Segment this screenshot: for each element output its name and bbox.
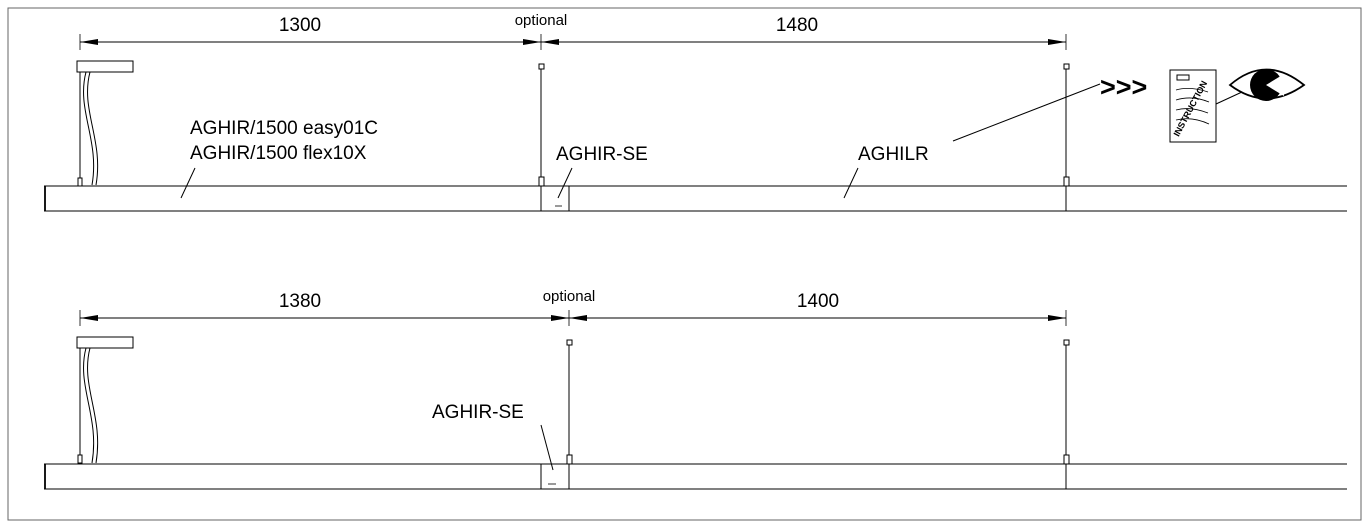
top-dim-1300: 1300 [279, 15, 321, 36]
top-dim-1480: 1480 [776, 15, 818, 36]
instruction-arrows: >>> [1100, 72, 1147, 102]
top-dimension-right: 1480 [541, 15, 1067, 50]
top-optional-label: optional [515, 12, 568, 29]
drawing-frame [7, 7, 1362, 521]
bottom-row: 1380 optional 1400 [44, 288, 1347, 490]
top-label-easy01c: AGHIR/1500 easy01C [190, 118, 378, 139]
instruction-booklet-icon: INSTRUCTION [1169, 69, 1217, 143]
top-leader-model [180, 167, 196, 199]
top-power-supply [76, 60, 134, 187]
top-leader-se [557, 167, 573, 199]
top-suspension-1 [538, 63, 545, 187]
top-label-aghilr: AGHILR [858, 144, 929, 165]
bottom-dim-1380: 1380 [279, 291, 321, 312]
bottom-dim-1400: 1400 [797, 291, 839, 312]
bottom-power-supply [76, 336, 134, 464]
bottom-leader-se [540, 424, 554, 471]
top-suspension-2 [1063, 63, 1070, 187]
bottom-suspension-2 [1063, 339, 1070, 465]
instruction-hint: >>> INSTRUCTION [1100, 68, 1306, 143]
top-luminaire-profile [44, 185, 1347, 212]
bottom-optional-label: optional [543, 288, 596, 305]
top-label-flex10x: AGHIR/1500 flex10X [190, 143, 367, 164]
top-leader-aghilr-down [843, 167, 859, 199]
instruction-booklet-text: INSTRUCTION [1172, 79, 1210, 138]
bottom-dimension-left: 1380 [79, 291, 570, 326]
bottom-luminaire-profile [44, 463, 1347, 490]
top-label-aghir-se: AGHIR-SE [556, 144, 648, 165]
bottom-dimension-right: 1400 [569, 291, 1067, 326]
eye-icon [1215, 68, 1306, 105]
bottom-label-aghir-se: AGHIR-SE [432, 402, 524, 423]
top-row: 1300 optional 1480 [44, 12, 1347, 212]
top-dimension-left: 1300 [79, 15, 542, 50]
top-leader-aghilr-up [952, 83, 1101, 142]
bottom-suspension-1 [566, 339, 573, 465]
